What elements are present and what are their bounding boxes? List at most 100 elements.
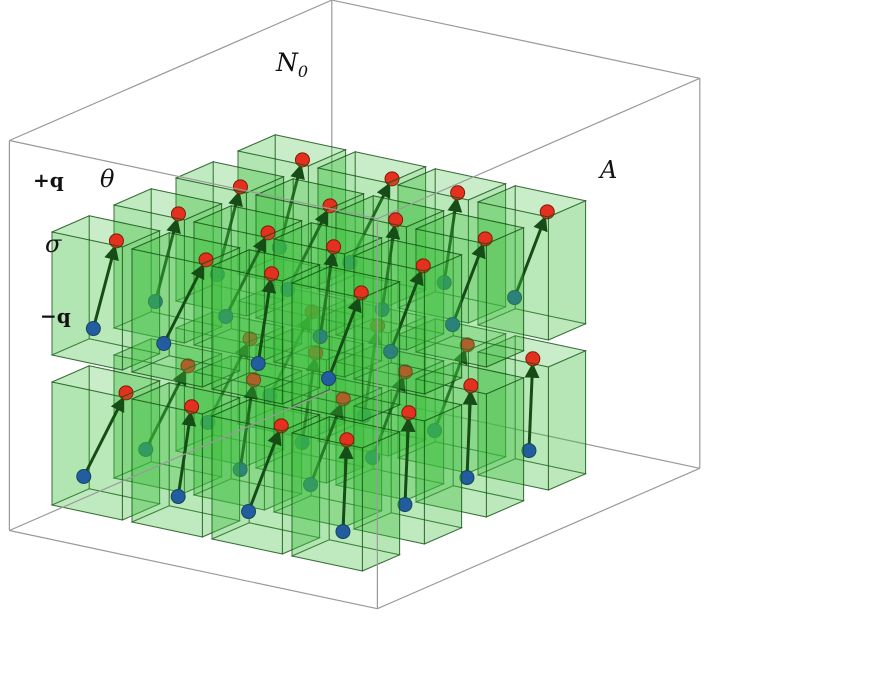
cell-front-face — [131, 398, 203, 538]
box-edge-front-bottom — [9, 529, 378, 610]
positive-charge — [335, 391, 351, 407]
theta-label: θ — [100, 165, 115, 193]
positive-charge — [273, 418, 289, 434]
cell-front-face — [211, 265, 283, 405]
dipole-arrow — [82, 396, 125, 478]
negative-charge — [383, 344, 399, 360]
unit-cell — [414, 362, 526, 518]
positive-charge — [397, 364, 413, 380]
negative-charge — [232, 462, 248, 478]
plus-q-label: +q — [33, 168, 64, 192]
cell-right-face — [423, 254, 463, 395]
unit-cell — [476, 185, 588, 341]
cell-front-face — [353, 405, 425, 545]
cell-right-face — [361, 281, 401, 422]
negative-charge — [436, 275, 452, 291]
box-edge-left-top — [9, 0, 333, 142]
cell-front-face — [131, 248, 203, 388]
unit-cell — [352, 389, 464, 545]
n0-label: N0 — [276, 50, 308, 80]
negative-charge — [170, 489, 186, 505]
negative-charge — [250, 356, 266, 372]
dipole-arrow — [256, 277, 277, 364]
dipole-arrow — [389, 269, 424, 353]
positive-charge — [353, 285, 369, 301]
cell-right-face — [547, 200, 587, 341]
positive-charge — [450, 185, 466, 201]
cell-front-face — [51, 381, 123, 521]
cell-front-face — [477, 351, 549, 491]
box-edge-right-bottom — [377, 467, 701, 610]
cell-right-face — [361, 431, 401, 572]
positive-charge — [415, 258, 431, 274]
unit-cell — [210, 399, 322, 555]
positive-charge — [184, 399, 200, 415]
negative-charge — [459, 470, 475, 486]
cell-front-face — [51, 231, 123, 371]
unit-cells — [50, 134, 588, 572]
positive-charge — [401, 405, 417, 421]
negative-charge — [218, 309, 234, 324]
positive-charge — [477, 231, 493, 247]
negative-charge — [241, 504, 257, 520]
negative-charge — [427, 423, 443, 439]
negative-charge — [321, 371, 337, 387]
unit-cell — [414, 212, 526, 368]
unit-cell — [130, 382, 242, 538]
positive-charge — [463, 378, 479, 394]
positive-charge — [339, 432, 355, 448]
negative-charge — [312, 329, 328, 345]
negative-charge — [365, 450, 381, 466]
positive-charge — [264, 266, 280, 282]
box-edge-left-bottom — [9, 389, 333, 532]
positive-charge — [388, 212, 404, 228]
cell-right-face — [423, 404, 463, 545]
positive-charge — [170, 206, 186, 222]
minus-q-label: −q — [40, 304, 71, 328]
dipole-arrow — [462, 389, 478, 478]
positive-charge — [246, 372, 262, 388]
negative-charge — [280, 282, 296, 297]
negative-charge — [507, 290, 523, 306]
unit-cell — [50, 215, 162, 371]
positive-charge — [539, 204, 555, 220]
positive-charge — [294, 152, 310, 168]
positive-charge — [108, 233, 124, 249]
negative-charge — [303, 477, 319, 493]
negative-charge — [397, 497, 413, 513]
unit-cell — [130, 232, 242, 388]
unit-cell — [476, 335, 588, 491]
negative-charge — [445, 317, 461, 333]
sigma-label: σ — [45, 230, 62, 258]
unit-cell — [352, 239, 464, 395]
negative-charge — [147, 294, 163, 310]
box-edge-front-top — [9, 139, 378, 220]
negative-charge — [85, 321, 101, 337]
dipole-arrow — [524, 362, 540, 451]
dipole-arrow — [162, 263, 205, 345]
dipole-arrow — [513, 215, 548, 299]
negative-charge — [76, 469, 92, 484]
cell-front-face — [415, 378, 487, 518]
cell-front-face — [211, 415, 283, 555]
cell-front-face — [291, 432, 363, 572]
negative-charge — [200, 415, 216, 430]
unit-cell — [290, 266, 402, 422]
n0-subscript: 0 — [297, 62, 309, 81]
box-edge-right-top — [377, 77, 701, 220]
dipole-arrow — [338, 443, 354, 532]
negative-charge — [262, 388, 278, 403]
cell-right-face — [485, 227, 525, 368]
dipole-arrow — [176, 410, 197, 497]
a-label: A — [600, 156, 618, 184]
box-edge-back-top — [331, 0, 700, 79]
negative-charge — [374, 302, 390, 318]
dipole-arrow — [451, 242, 486, 326]
positive-charge — [525, 351, 541, 367]
dipole-arrow — [247, 429, 282, 513]
cell-right-face — [547, 350, 587, 491]
negative-charge — [156, 336, 172, 351]
bounding-box-front-edges — [8, 0, 701, 610]
dipole-arrow — [91, 244, 119, 329]
